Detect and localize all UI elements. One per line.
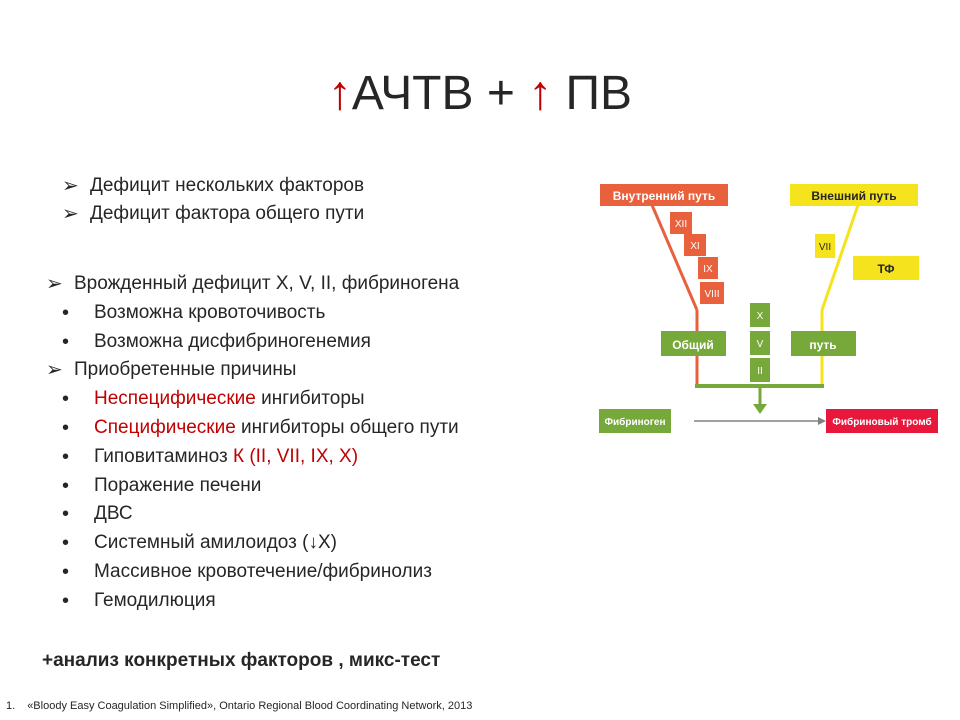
sub-list-item: • Специфические ингибиторы общего пути: [18, 414, 459, 443]
sub-list-item: • Поражение печени: [18, 472, 459, 501]
chevron-bullet-icon: ➢: [62, 175, 79, 197]
chevron-bullet-icon: ➢: [46, 359, 63, 382]
deficiency-list: ➢ Дефицит нескольких факторов ➢ Дефицит …: [62, 172, 364, 228]
sub-list-item: • Массивное кровотечение/фибринолиз: [18, 558, 459, 587]
extrinsic-pathway-box: [790, 184, 918, 206]
footnote-number: 1.: [6, 700, 16, 712]
down-arrow-icon: [753, 404, 767, 414]
tissue-factor-box: [853, 256, 919, 280]
list-item-text: Приобретенные причины: [74, 359, 297, 381]
list-item-text: Дефицит фактора общего пути: [90, 203, 365, 224]
sub-list-item: • Гемодилюция: [18, 587, 459, 616]
fibrin-clot-label: Фибриновый тромб: [832, 416, 931, 428]
up-arrow-icon: ↑: [528, 67, 553, 120]
list-item-congenital: ➢ Врожденный дефицит X, V, II, фибриноге…: [46, 270, 459, 299]
sub-item-text: Поражение печени: [94, 474, 262, 496]
chevron-bullet-icon: ➢: [62, 203, 79, 225]
sub-list-item: • ДВС: [18, 500, 459, 529]
fibrinogen-box: [599, 409, 671, 433]
factor-viii-box: [700, 282, 724, 304]
sub-item-text: Гиповитаминоз: [94, 445, 233, 467]
sub-item-highlight: Неспецифические: [94, 388, 256, 410]
bullet-dot-icon: •: [62, 445, 70, 468]
sub-list-item: • Возможна кровоточивость: [18, 299, 459, 328]
fibrin-clot-box: [826, 409, 938, 433]
factor-viii-label: VIII: [704, 289, 719, 300]
factor-xi-box: [684, 234, 706, 256]
factor-x-label: X: [757, 311, 764, 322]
extrinsic-pathway-label: Внешний путь: [811, 189, 896, 203]
sub-item-text: Массивное кровотечение/фибринолиз: [94, 560, 432, 582]
sub-list-item: • Гиповитаминоз К (II, VII, IX, X): [18, 443, 459, 472]
bullet-dot-icon: •: [62, 388, 70, 411]
list-item: ➢ Дефицит фактора общего пути: [62, 200, 364, 228]
footnote-text: «Bloody Easy Coagulation Simplified», On…: [27, 700, 473, 712]
sub-list-item: • Системный амилоидоз (↓X): [18, 529, 459, 558]
right-arrow-icon: [818, 417, 826, 425]
factor-xii-box: [670, 212, 692, 234]
list-item: ➢ Дефицит нескольких факторов: [62, 172, 364, 200]
closing-note: +анализ конкретных факторов , микс-тест: [42, 650, 441, 671]
factor-x-box: [750, 303, 770, 327]
list-item-text: Дефицит нескольких факторов: [90, 175, 365, 196]
sub-item-highlight: Специфические: [94, 416, 236, 438]
bullet-dot-icon: •: [62, 503, 70, 526]
factor-ii-box: [750, 358, 770, 382]
title-text-aptt: АЧТВ +: [351, 67, 529, 120]
factor-xi-label: XI: [690, 241, 699, 252]
sub-item-highlight: К (II, VII, IX, X): [232, 445, 359, 467]
factor-v-label: V: [757, 339, 764, 350]
factor-xii-label: XII: [675, 219, 687, 230]
bullet-dot-icon: •: [62, 474, 70, 497]
list-item-text: Врожденный дефицит X, V, II, фибриногена: [74, 273, 460, 294]
factor-ix-label: IX: [703, 264, 713, 275]
list-item-acquired: ➢ Приобретенные причины: [46, 356, 459, 385]
common-pathway-box-right: [791, 331, 856, 356]
bullet-dot-icon: •: [62, 532, 70, 555]
factor-vii-box: [815, 234, 835, 258]
intrinsic-pathway-label: Внутренний путь: [613, 189, 716, 203]
intrinsic-pathway-box: [600, 184, 728, 206]
up-arrow-icon: ↑: [327, 67, 352, 120]
common-pathway-box-left: [661, 331, 726, 356]
factor-ix-box: [698, 257, 718, 279]
causes-list: ➢ Врожденный дефицит X, V, II, фибриноге…: [46, 270, 459, 616]
common-pathway-label-right: путь: [809, 338, 836, 352]
slide-title: ↑АЧТВ + ↑ ПВ: [0, 64, 960, 124]
sub-item-text: Возможна кровоточивость: [94, 301, 326, 323]
fibrinogen-label: Фибриноген: [604, 416, 665, 428]
common-pathway-label-left: Общий: [672, 338, 714, 352]
bullet-dot-icon: •: [62, 589, 70, 612]
sub-list-item: • Неспецифические ингибиторы: [18, 385, 459, 414]
sub-item-text: Возможна дисфибриногенемия: [94, 330, 371, 352]
factor-v-box: [750, 331, 770, 355]
chevron-bullet-icon: ➢: [46, 273, 63, 295]
factor-vii-label: VII: [819, 242, 831, 253]
sub-list-item: • Возможна дисфибриногенемия: [18, 328, 459, 357]
extrinsic-path-line: [820, 204, 860, 311]
bullet-dot-icon: •: [62, 330, 70, 353]
bullet-dot-icon: •: [62, 301, 70, 324]
bullet-dot-icon: •: [62, 416, 70, 439]
factor-ii-label: II: [757, 366, 763, 377]
tissue-factor-label: ТФ: [877, 262, 894, 276]
bullet-dot-icon: •: [62, 560, 70, 583]
sub-item-text: ингибиторы общего пути: [235, 416, 459, 438]
intrinsic-path-line: [650, 204, 699, 311]
sub-item-text: ингибиторы: [255, 388, 365, 410]
footnote: 1. «Bloody Easy Coagulation Simplified», …: [6, 700, 472, 712]
sub-item-text: Гемодилюция: [94, 589, 216, 611]
sub-item-text: Системный амилоидоз (↓X): [94, 532, 337, 554]
title-text-pt: ПВ: [552, 67, 633, 120]
sub-item-text: ДВС: [94, 503, 133, 525]
